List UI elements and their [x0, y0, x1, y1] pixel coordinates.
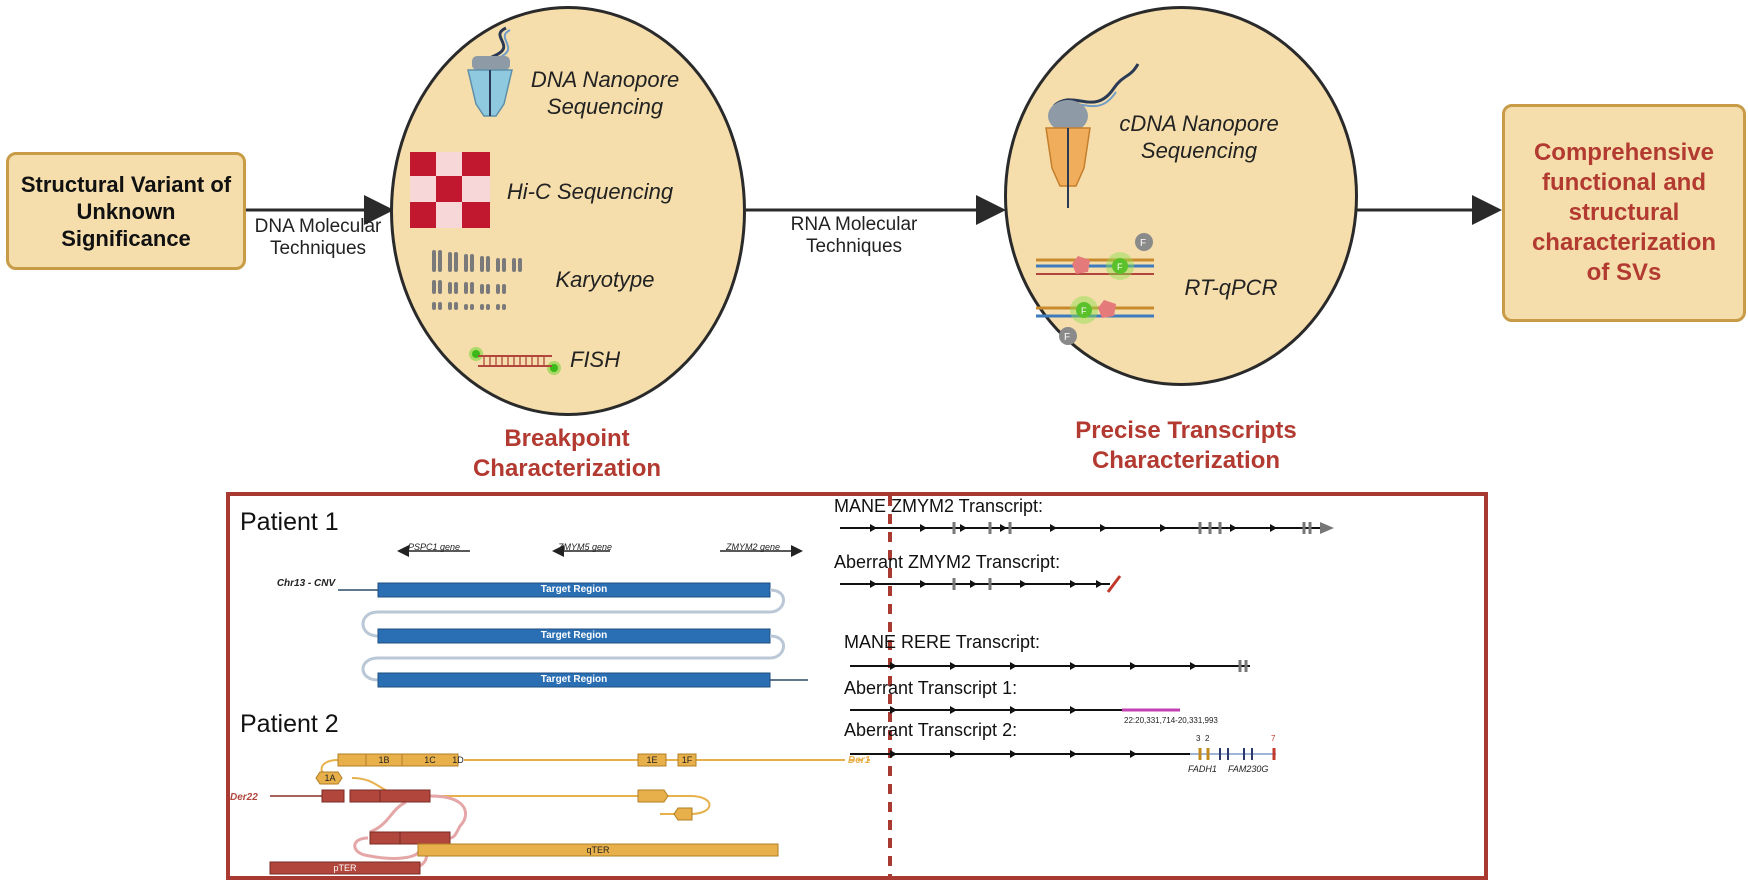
tech-fish: FISH [570, 347, 621, 372]
segment-1e-label: 1E [646, 755, 658, 765]
tech-dna-nanopore: DNA Nanopore Sequencing [530, 67, 680, 119]
exon-mark-7: 7 [1271, 734, 1276, 743]
rna-arrow-label: RNA Molecular Techniques [790, 214, 918, 257]
chr13-cnv-label: Chr13 - CNV [276, 578, 336, 589]
exon-mark-3: 3 [1196, 734, 1201, 743]
end-box-text: Comprehensive functional and structural … [1531, 139, 1717, 286]
nanopore-icon [1045, 63, 1140, 208]
segment-1a-label: 1A [324, 773, 336, 783]
results-panel: Patient 1 PSPC1 gene ZMYM5 gene ZMYM2 ge… [226, 492, 1488, 880]
start-box-text: Structural Variant of Unknown Significan… [20, 171, 232, 251]
target-region-label: Target Region [540, 584, 608, 595]
aberrant2-label: Aberrant Transcript 2: [844, 720, 1018, 740]
tech-cdna-nanopore: cDNA Nanopore Sequencing [1119, 111, 1279, 163]
transcripts-oval [1004, 6, 1358, 386]
exon-mark-2: 2 [1205, 734, 1210, 743]
der1-label: Der1 [848, 755, 871, 766]
segment-1c-label: 1C [424, 755, 436, 765]
nanopore-icon [467, 26, 513, 117]
mane-zmym2-label: MANE ZMYM2 Transcript: [834, 496, 1044, 516]
qter-label: qTER [586, 845, 610, 855]
transcripts-title: Precise Transcripts Characterization [1075, 417, 1297, 474]
gene-label-zmym2: ZMYM2 gene [726, 542, 781, 552]
mane-rere-label: MANE RERE Transcript: [844, 632, 1041, 652]
gene-label-pspc1: PSPC1 gene [408, 542, 461, 552]
der22-label: Der22 [230, 792, 258, 803]
results-graphics [269, 496, 1334, 876]
tech-rt-qpcr: RT-qPCR [1184, 275, 1278, 300]
patient1-title: Patient 1 [240, 508, 339, 536]
gene-label-zmym5: ZMYM5 gene [558, 542, 613, 552]
patient2-title: Patient 2 [240, 710, 339, 738]
tech-karyotype: Karyotype [555, 267, 655, 292]
svg-text:F: F [1117, 262, 1123, 272]
qter-segment [417, 843, 779, 857]
segment-1d-label: 1D [452, 755, 464, 765]
segment-1f-label: 1F [681, 755, 693, 765]
hic-matrix-icon [410, 152, 490, 228]
svg-text:F: F [1140, 238, 1146, 249]
aberrant1-coordinate: 22:20,331,714-20,331,993 [1124, 716, 1218, 725]
pter-segment [269, 861, 421, 875]
qpcr-icon: F F F F [1036, 233, 1154, 345]
pter-label: pTER [333, 863, 357, 873]
tech-hic: Hi-C Sequencing [506, 179, 674, 204]
breakpoint-title: Breakpoint Characterization [472, 425, 662, 482]
karyotype-icon [432, 250, 522, 310]
target-region-label: Target Region [540, 630, 608, 641]
svg-text:F: F [1064, 332, 1070, 343]
aberrant1-label: Aberrant Transcript 1: [844, 678, 1018, 698]
fam230g-label: FAM230G [1228, 764, 1269, 774]
aberrant-zmym2-label: Aberrant ZMYM2 Transcript: [834, 552, 1061, 572]
dna-arrow-label: DNA Molecular Techniques [254, 216, 382, 259]
target-region-label: Target Region [540, 674, 608, 685]
segment-1b-label: 1B [378, 755, 390, 765]
svg-text:F: F [1081, 306, 1087, 316]
fadh1-label: FADH1 [1188, 764, 1217, 774]
end-box: Comprehensive functional and structural … [1502, 104, 1746, 322]
start-box: Structural Variant of Unknown Significan… [6, 152, 246, 270]
flow-arrows [246, 195, 1502, 225]
fish-probe-icon [469, 347, 561, 375]
